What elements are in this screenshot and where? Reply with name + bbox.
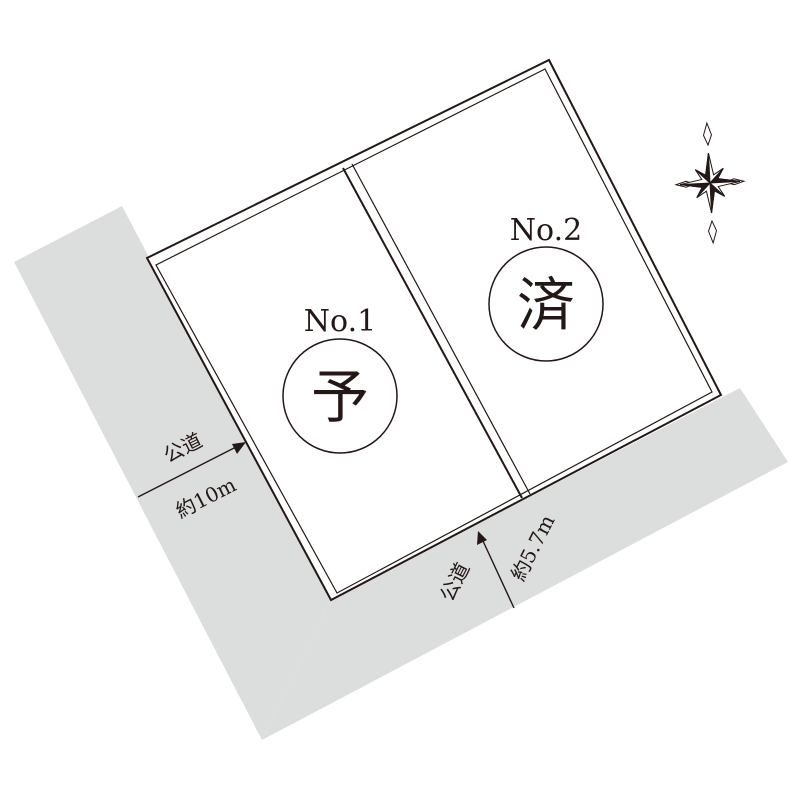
road-south-arrow-head <box>477 531 487 545</box>
road-south <box>262 388 788 740</box>
road-west-arrow-line <box>137 446 237 498</box>
lot-2[interactable]: No.2 済 <box>488 213 604 362</box>
lot-2-status-circle <box>488 246 604 362</box>
site-boundary-inner <box>155 68 713 594</box>
lot-2-status: 済 <box>517 271 575 339</box>
site-boundary <box>145 58 723 602</box>
lot-1[interactable]: No.1 予 <box>282 304 398 454</box>
north-arrow-compass-icon <box>674 121 746 245</box>
lot-divider-inner <box>351 163 531 495</box>
road-west <box>14 206 330 740</box>
road-south-arrow-line <box>482 540 515 609</box>
lot-1-status: 予 <box>311 363 369 431</box>
lot-1-status-circle <box>282 338 398 454</box>
lot-1-number: No.1 <box>304 304 376 339</box>
lot-divider <box>342 167 523 499</box>
road-west-arrow-head <box>232 442 246 454</box>
lot-2-number: No.2 <box>510 213 582 248</box>
